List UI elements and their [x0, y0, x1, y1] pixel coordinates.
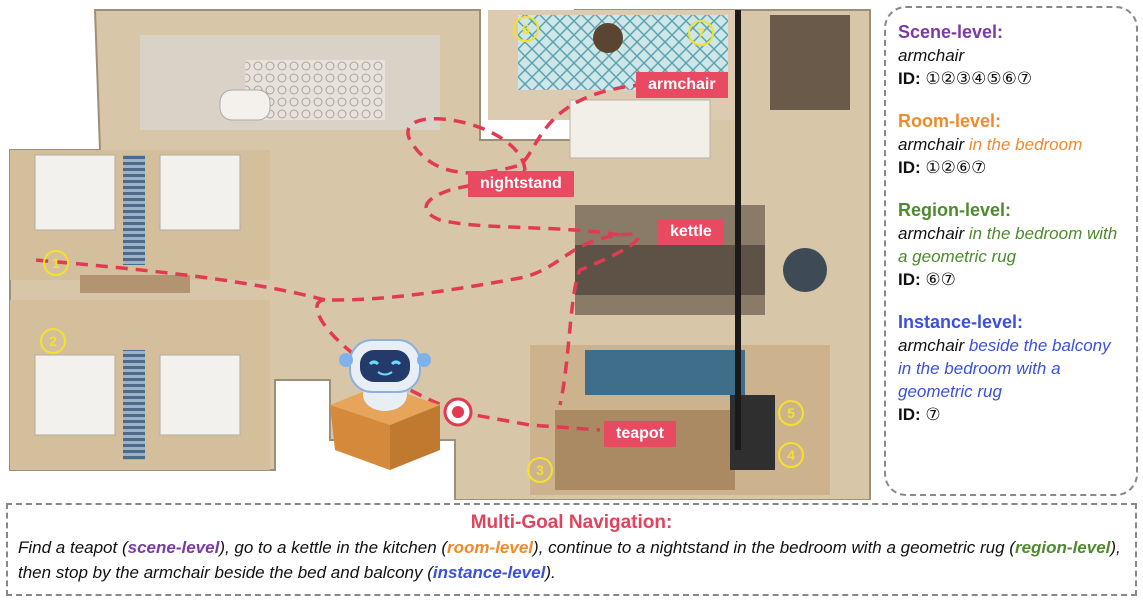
region-level-ids: ID: ⑥⑦ [898, 268, 1126, 292]
region-level-id-label: ID: [898, 270, 921, 289]
region-level-desc: armchair in the bedroom with a geometric… [898, 222, 1126, 268]
marker-6: 6 [513, 16, 539, 42]
sofa [585, 350, 745, 395]
label-teapot: teapot [604, 421, 676, 447]
path-segment-armchair [406, 83, 641, 175]
instance-level-title: Instance-level: [898, 312, 1024, 332]
room-level-object: armchair [898, 135, 965, 154]
instance-level-context: beside the balcony in the bedroom with a… [898, 336, 1111, 401]
instance-level-desc: armchair beside the balcony in the bedro… [898, 334, 1126, 403]
instance-level-id-label: ID: [898, 405, 921, 424]
bed-3 [34, 354, 116, 436]
mission-text-5: ). [545, 563, 556, 582]
marker-5: 5 [778, 400, 804, 426]
mission-text-2: ), go to a kettle in the kitchen ( [219, 538, 448, 557]
bathtub [219, 89, 271, 121]
label-armchair: armchair [636, 72, 728, 98]
instance-level-ids: ID: ⑦ [898, 403, 1126, 427]
bed-4 [159, 354, 241, 436]
round-dining-table [783, 248, 827, 292]
instance-level-id-values: ⑦ [925, 405, 941, 424]
mission-title: Multi-Goal Navigation: [470, 512, 673, 533]
path-segment-kettle [315, 232, 641, 414]
mission-text-3: ), continue to a nightstand in the bedro… [533, 538, 1015, 557]
mission-keyword-scene: scene-level [127, 538, 220, 557]
bed-1 [34, 154, 116, 231]
scene-level-block: Scene-level: armchair ID: ①②③④⑤⑥⑦ [898, 20, 1126, 91]
region-level-block: Region-level: armchair in the bedroom wi… [898, 198, 1126, 292]
scene-level-desc: armchair [898, 44, 1126, 67]
mission-keyword-room: room-level [447, 538, 534, 557]
marker-7: 7 [688, 20, 714, 46]
label-nightstand: nightstand [468, 171, 574, 197]
runner-rug-2 [123, 350, 145, 460]
marker-2: 2 [40, 328, 66, 354]
room-level-context: in the bedroom [964, 135, 1083, 154]
start-point-dot [452, 406, 464, 418]
path-segment-west [34, 258, 326, 302]
runner-rug-1 [123, 155, 145, 265]
kitchen-island [575, 245, 765, 295]
bed-top [569, 99, 711, 159]
mission-instruction: Find a teapot (scene-level), go to a ket… [18, 535, 1125, 585]
room-level-id-label: ID: [898, 158, 921, 177]
marker-3: 3 [527, 457, 553, 483]
robot-icon [330, 339, 440, 470]
multi-goal-navigation-box: Multi-Goal Navigation: Find a teapot (sc… [6, 503, 1137, 596]
room-level-title: Room-level: [898, 111, 1002, 131]
desk-counter [80, 275, 190, 293]
floor-plan-illustration [9, 9, 871, 501]
scene-level-id-label: ID: [898, 69, 921, 88]
marker-4: 4 [778, 442, 804, 468]
scene-level-title: Scene-level: [898, 22, 1004, 42]
scene-level-id-values: ①②③④⑤⑥⑦ [925, 69, 1033, 88]
room-level-desc: armchair in the bedroom [898, 133, 1126, 156]
marker-1: 1 [43, 250, 69, 276]
mission-keyword-instance: instance-level [432, 563, 546, 582]
mission-text-4: ), then stop by the armchair beside the … [18, 538, 1121, 582]
scene-level-ids: ID: ①②③④⑤⑥⑦ [898, 67, 1126, 91]
region-level-context: in the bedroom with a geometric rug [898, 224, 1118, 266]
goal-levels-panel: Scene-level: armchair ID: ①②③④⑤⑥⑦ Room-l… [884, 6, 1138, 496]
room-level-ids: ID: ①②⑥⑦ [898, 156, 1126, 180]
instance-level-object: armchair [898, 336, 965, 355]
mission-keyword-region: region-level [1014, 538, 1111, 557]
round-table [593, 23, 623, 53]
room-level-id-values: ①②⑥⑦ [925, 158, 987, 177]
region-level-id-values: ⑥⑦ [925, 270, 956, 289]
cabinet [770, 15, 850, 110]
label-kettle: kettle [658, 219, 724, 245]
floor-plan-map: armchair nightstand kettle teapot 1 2 3 … [9, 9, 871, 501]
region-level-object: armchair [898, 224, 965, 243]
path-segment-teapot [457, 410, 601, 432]
room-level-block: Room-level: armchair in the bedroom ID: … [898, 109, 1126, 180]
scene-level-object: armchair [898, 46, 965, 65]
region-level-title: Region-level: [898, 200, 1012, 220]
instance-level-block: Instance-level: armchair beside the balc… [898, 310, 1126, 427]
bed-2 [159, 154, 241, 231]
mission-text-1: Find a teapot ( [18, 538, 128, 557]
glass-wall [735, 10, 741, 450]
